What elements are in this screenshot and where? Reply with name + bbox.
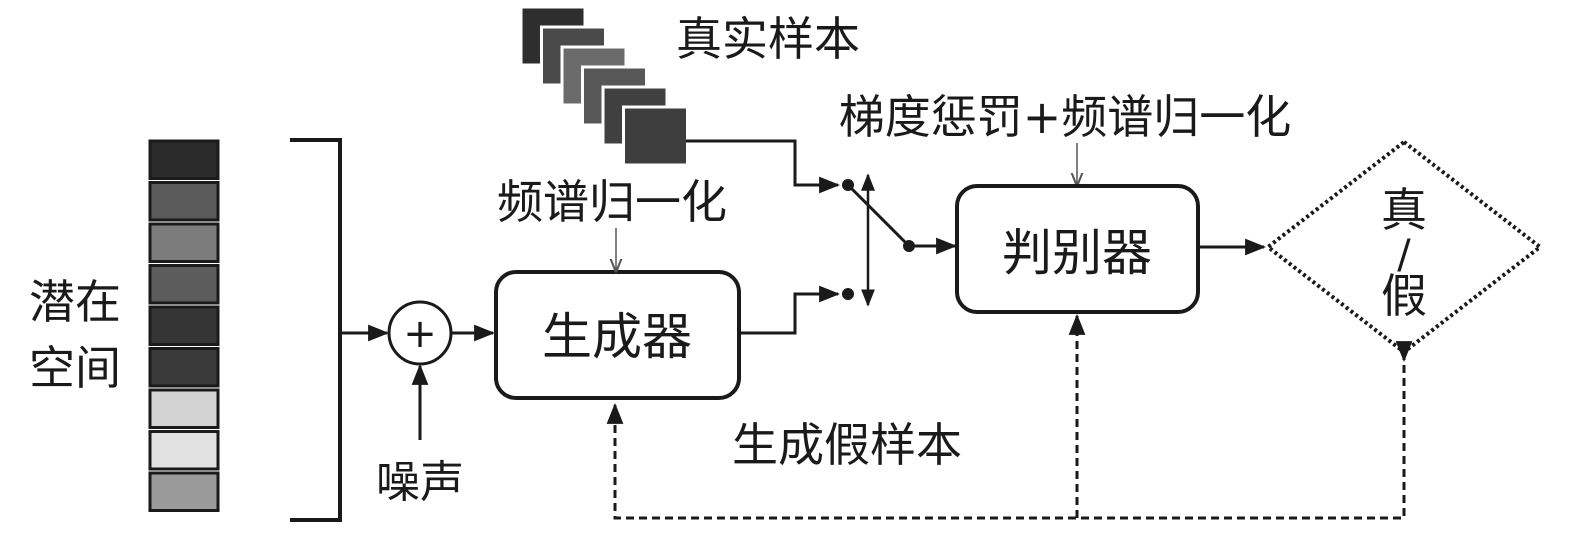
discriminator-box	[955, 184, 1200, 314]
feedback-loop-line	[606, 352, 1406, 520]
real-sample-image	[622, 105, 689, 167]
latent-vector-cell	[148, 388, 220, 429]
latent-space-label-line2: 空间	[29, 341, 121, 395]
latent-vector-cell	[148, 471, 220, 512]
fake-samples-label: 生成假样本	[732, 418, 962, 472]
real-samples-label: 真实样本	[676, 12, 860, 66]
generator-spectral-norm-label: 频谱归一化	[497, 175, 727, 229]
noise-label: 噪声	[376, 457, 464, 508]
latent-vector-cell	[148, 305, 220, 346]
switch-fake-terminal	[842, 288, 854, 300]
latent-vector-cell	[148, 430, 220, 471]
latent-vector-cell	[148, 181, 220, 222]
discriminator-label: 判别器	[1002, 224, 1152, 282]
latent-vector-cell	[148, 347, 220, 388]
latent-bracket	[290, 138, 342, 522]
generator-output-wire	[739, 285, 841, 335]
latent-vector-cell	[148, 139, 220, 180]
decision-slash-label: /	[1397, 232, 1411, 278]
latent-vector-cell	[148, 222, 220, 263]
decision-fake-label: 假	[1381, 269, 1427, 323]
real-sample-wire	[686, 139, 841, 194]
latent-space-label-line1: 潜在	[29, 275, 121, 329]
switch-lever	[846, 183, 911, 248]
decision-real-label: 真	[1381, 183, 1427, 237]
latent-vector-cell	[148, 264, 220, 305]
real-samples-stack	[519, 5, 689, 167]
plus-symbol: +	[403, 311, 437, 357]
latent-vector	[148, 139, 220, 512]
gradient-penalty-label: 梯度惩罚+频谱归一化	[839, 90, 1292, 144]
generator-label: 生成器	[542, 308, 692, 366]
